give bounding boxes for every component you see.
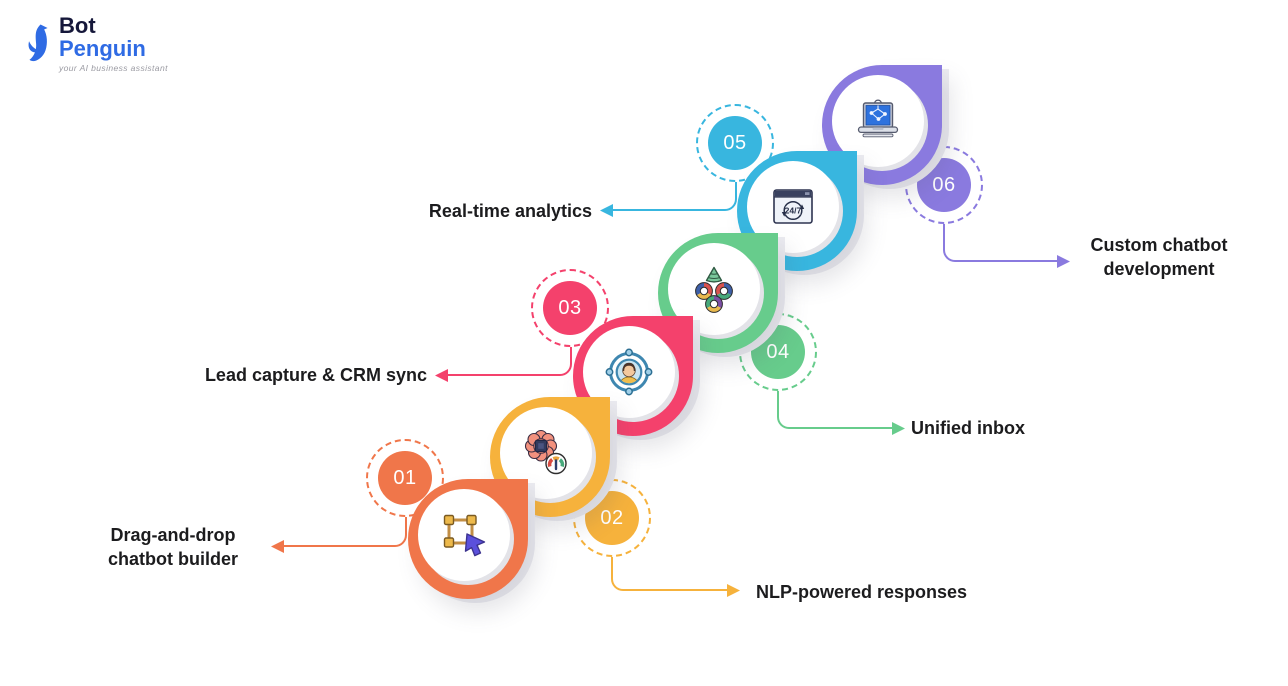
step-03-number-badge: 03 (531, 269, 609, 347)
step-01-arrow-icon (271, 540, 284, 553)
step-01-connector (283, 517, 407, 547)
step-01-label-line2: chatbot builder (108, 549, 238, 569)
step-02-connector (611, 557, 730, 591)
step-05-label: Real-time analytics (330, 199, 592, 223)
real-time-24-7-icon: 24/7 (773, 189, 813, 224)
svg-text:24/7: 24/7 (785, 206, 802, 216)
step-06-label: Custom chatbot development (1078, 233, 1240, 281)
logo-tagline: your AI business assistant (59, 63, 168, 73)
step-04-label: Unified inbox (911, 416, 1025, 440)
step-03-number: 03 (543, 281, 597, 335)
step-06-label-line2: development (1103, 259, 1215, 279)
step-02-label: NLP-powered responses (756, 580, 967, 604)
step-04-number: 04 (751, 325, 805, 379)
penguin-icon (28, 24, 48, 62)
step-01-face (418, 489, 510, 581)
botpenguin-logo: Bot Penguin your AI business assistant (22, 14, 168, 73)
step-06-connector (943, 224, 1060, 262)
step-04-label-line1: Unified inbox (911, 418, 1025, 438)
step-05-connector (612, 182, 737, 211)
step-01-label: Drag-and-drop chatbot builder (88, 523, 258, 571)
logo-word-penguin: Penguin (59, 36, 146, 61)
step-01-number: 01 (378, 451, 432, 505)
step-03-label-line1: Lead capture & CRM sync (204, 365, 427, 385)
step-05-number-badge: 05 (696, 104, 774, 182)
step-05-number: 05 (708, 116, 762, 170)
step-06-label-line1: Custom chatbot (1090, 235, 1228, 255)
step-04-connector (777, 391, 895, 429)
lead-target-person-icon (605, 348, 653, 396)
nlp-flower-gauge-icon (524, 429, 567, 475)
logo-text: Bot Penguin your AI business assistant (59, 14, 168, 73)
step-05-label-line1: Real-time analytics (428, 201, 592, 221)
step-01-label-line1: Drag-and-drop (110, 525, 236, 545)
drag-select-cursor-icon (443, 514, 486, 557)
step-03-label: Lead capture & CRM sync (150, 363, 427, 387)
step-02-label-line1: NLP-powered responses (756, 582, 968, 602)
logo-word-bot: Bot (59, 13, 96, 38)
step-03-connector (447, 347, 572, 376)
step-01-number-badge: 01 (366, 439, 444, 517)
unified-inbox-rings-icon (695, 266, 733, 313)
custom-dev-laptop-icon (857, 99, 899, 138)
step-01-circle (408, 479, 535, 603)
